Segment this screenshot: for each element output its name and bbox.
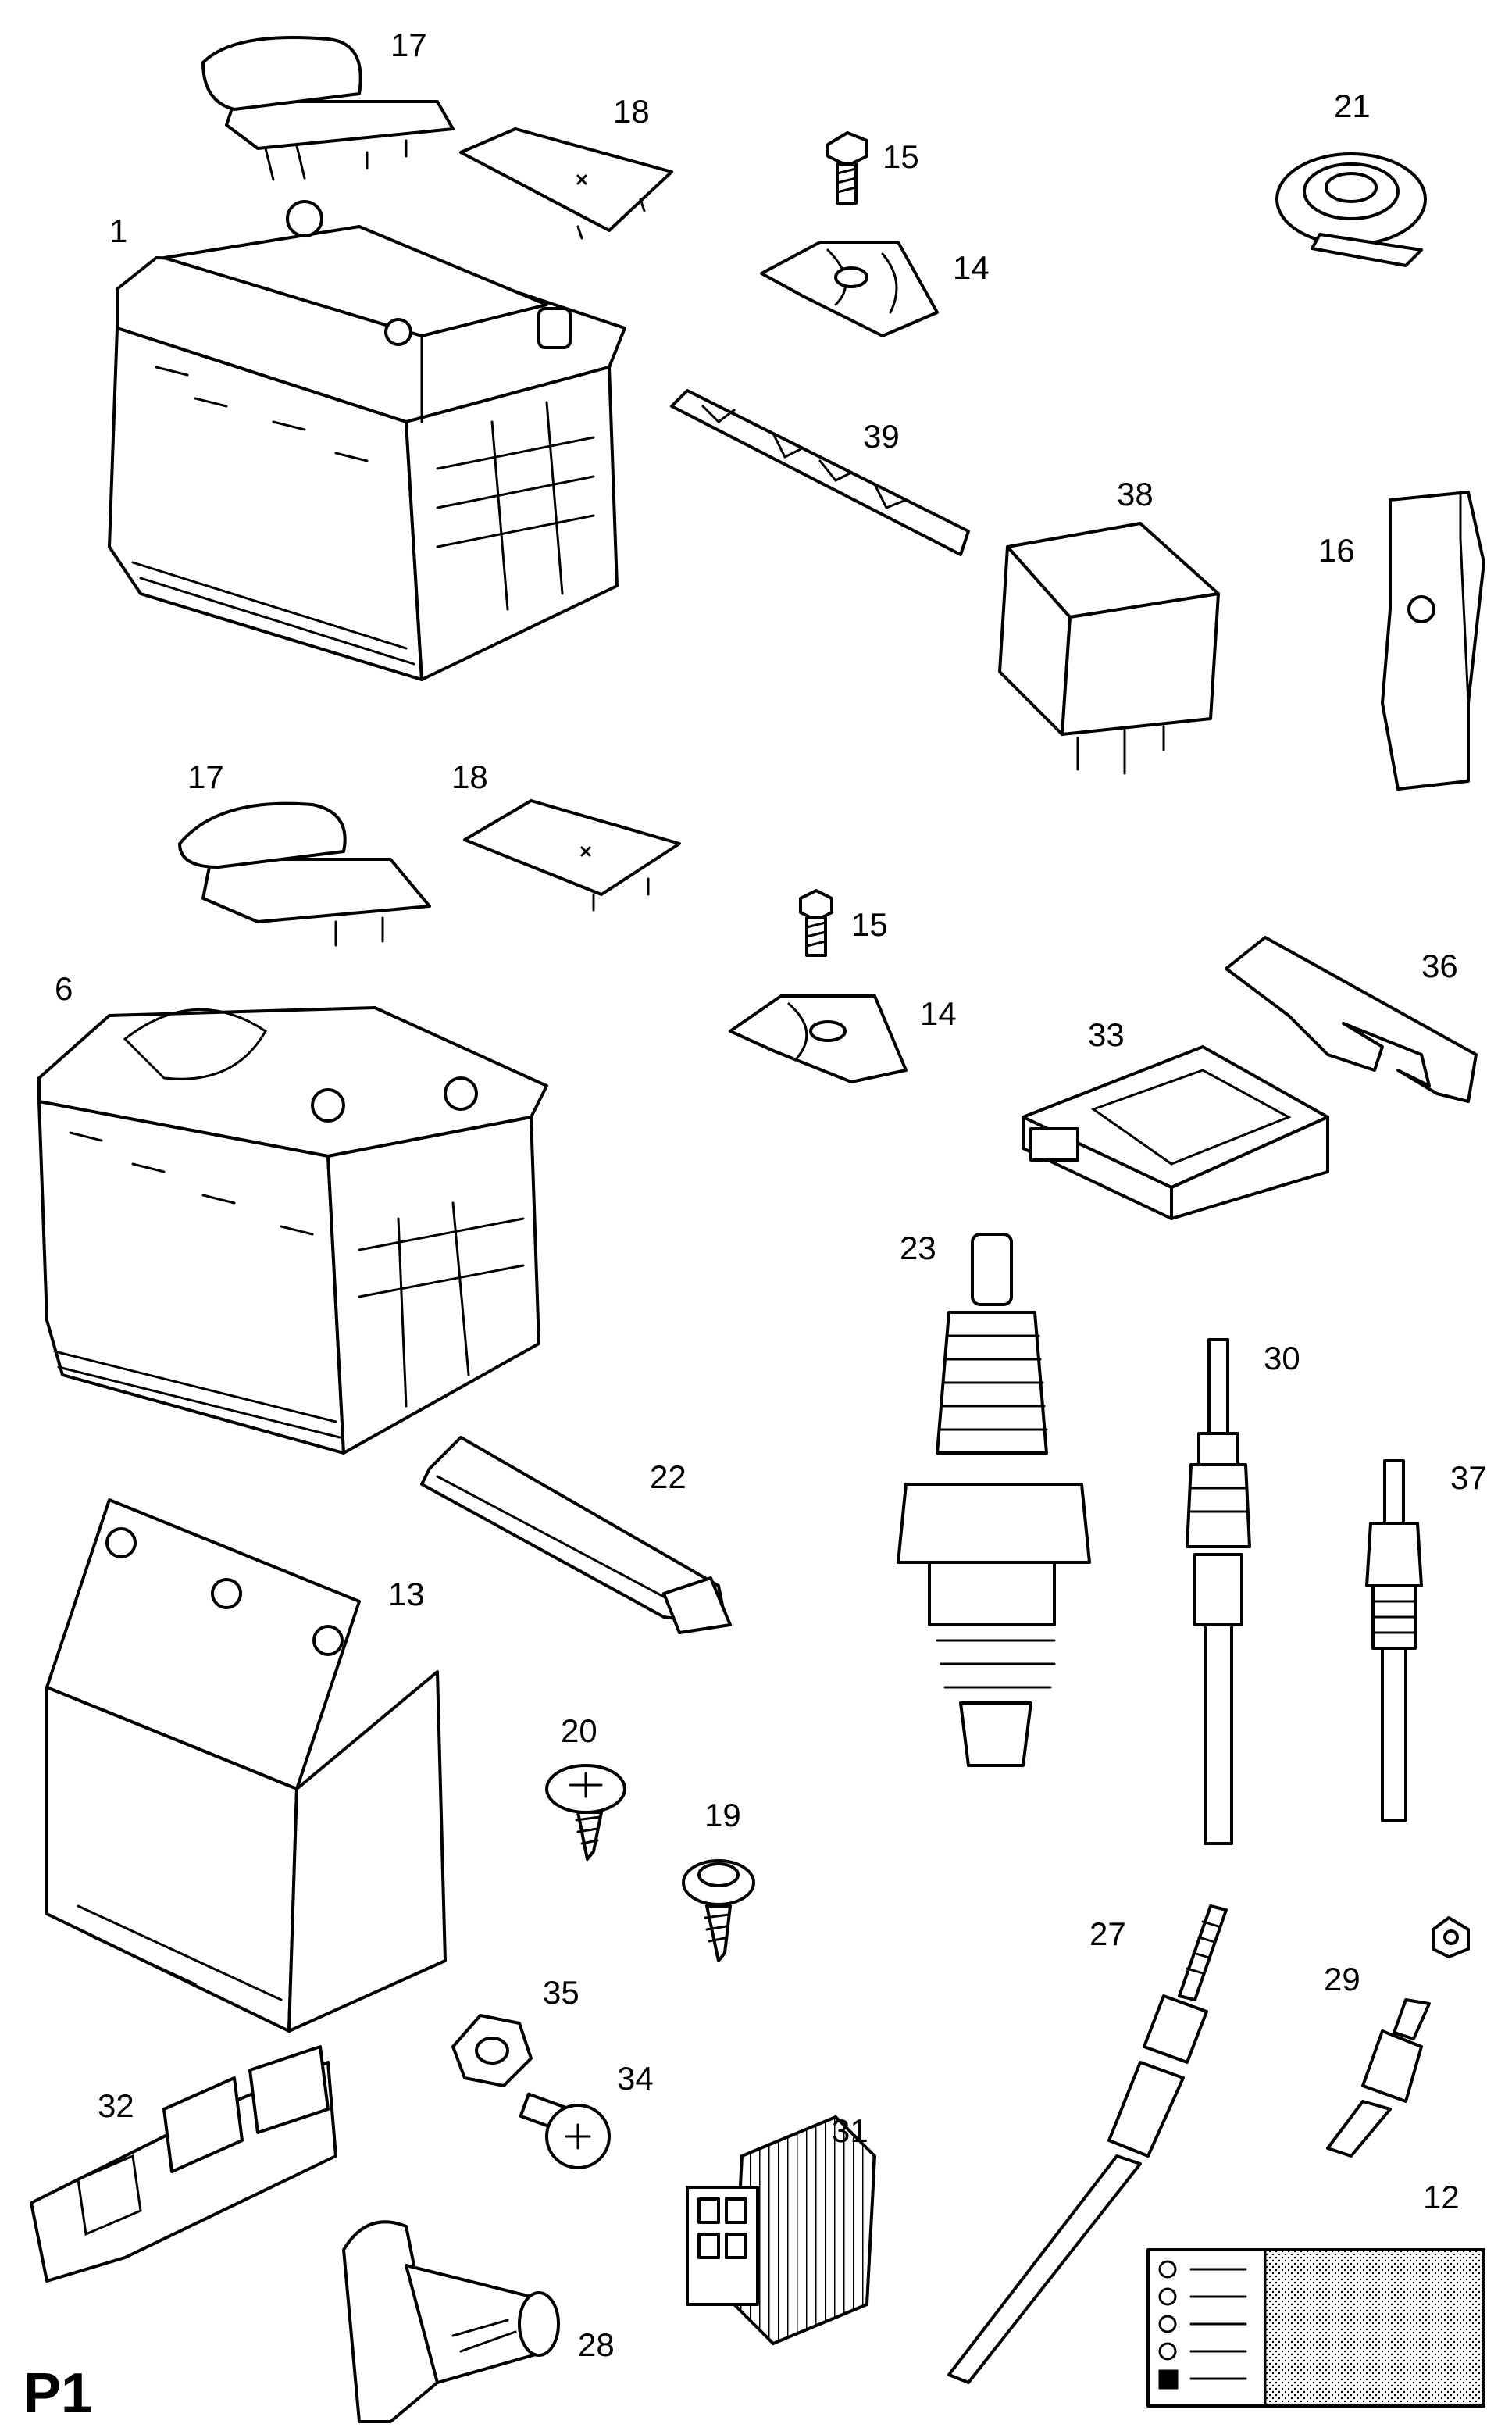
callout-36: 36 (1421, 948, 1458, 984)
part-36-fuse-bar (1225, 936, 1478, 1103)
callout-13: 13 (388, 1576, 425, 1612)
callout-35: 35 (543, 1974, 579, 2011)
callout-1: 1 (109, 212, 127, 249)
callout-39: 39 (863, 418, 900, 455)
part-23-spark-plug (897, 1233, 1091, 1767)
callout-22: 22 (650, 1458, 686, 1495)
part-29-glow-plug-short (1326, 1916, 1470, 2158)
callout-17-lower: 17 (187, 759, 224, 795)
part-14-clamp-lower (729, 994, 908, 1083)
callout-labels: 17 18 1 15 14 21 39 38 16 17 18 15 14 6 … (55, 27, 1487, 2363)
callout-16: 16 (1318, 532, 1355, 569)
callout-33: 33 (1088, 1016, 1125, 1053)
part-28-elbow-boot (342, 2220, 560, 2423)
callout-37: 37 (1450, 1459, 1487, 1496)
part-12-warning-label (1146, 2248, 1485, 2408)
callout-30: 30 (1264, 1340, 1300, 1376)
callout-12: 12 (1423, 2179, 1460, 2215)
part-21-tape-roll (1275, 152, 1427, 267)
callout-21: 21 (1334, 87, 1371, 124)
part-13-battery-box (45, 1498, 447, 2033)
part-33-control-module (1022, 1045, 1329, 1220)
part-22-insulator-strip (420, 1436, 732, 1634)
part-15-bolt-top (826, 131, 868, 205)
part-19-screw-washer (682, 1859, 755, 1962)
callout-19: 19 (704, 1797, 741, 1833)
callout-23: 23 (900, 1230, 936, 1266)
callout-20: 20 (561, 1712, 597, 1749)
part-34-bolt (519, 2092, 611, 2169)
part-35-nut (451, 2014, 533, 2087)
part-14-clamp-top (760, 241, 939, 337)
callout-17-top: 17 (390, 27, 427, 63)
callout-38: 38 (1117, 476, 1154, 512)
part-32-bracket (30, 2045, 337, 2283)
part-1-battery-upper (108, 200, 626, 681)
part-38-relay (998, 522, 1220, 775)
callout-15-top: 15 (883, 138, 919, 175)
part-39-connector-strip (670, 389, 970, 556)
callout-18-top: 18 (613, 93, 650, 130)
callout-28: 28 (578, 2326, 615, 2363)
part-15-bolt-lower (799, 889, 833, 957)
part-17-terminal-cover-top (201, 36, 455, 181)
part-17-terminal-cover-lower (178, 801, 431, 947)
callout-18-lower: 18 (451, 759, 488, 795)
callout-31: 31 (832, 2112, 868, 2149)
callout-32: 32 (98, 2087, 134, 2124)
part-6-battery-lower (37, 1006, 548, 1455)
part-20-screw (545, 1764, 626, 1861)
callout-27: 27 (1089, 1915, 1126, 1952)
part-31-finned-relay (686, 2115, 877, 2346)
callout-29: 29 (1324, 1961, 1360, 1997)
callout-34: 34 (617, 2060, 654, 2097)
part-18-cover-plate-top (459, 127, 673, 240)
part-27-glow-plug-long (947, 1904, 1228, 2384)
callout-15-lower: 15 (851, 906, 888, 943)
callout-14-top: 14 (953, 249, 990, 286)
part-37-glow-plug (1365, 1459, 1423, 1822)
callout-14-lower: 14 (920, 995, 957, 1032)
callout-6: 6 (55, 970, 73, 1007)
part-30-glow-plug (1186, 1338, 1251, 1845)
plate-id: P1 (23, 2362, 92, 2425)
part-16-fuse-holder (1381, 491, 1485, 791)
part-18-cover-plate-lower (463, 799, 681, 912)
